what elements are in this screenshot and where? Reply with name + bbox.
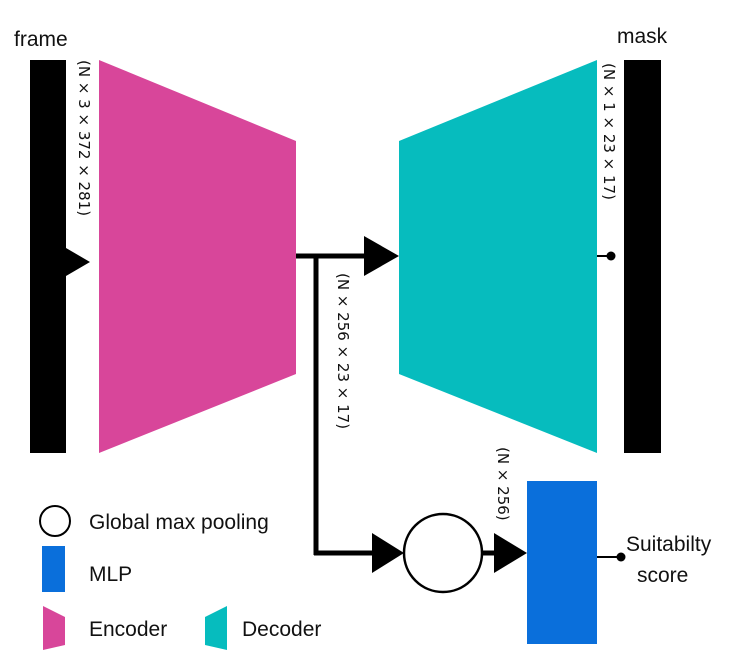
legend-decoder-icon xyxy=(205,606,227,650)
decoder-block xyxy=(399,60,597,453)
mask-output-bar xyxy=(624,60,661,453)
mlp-block xyxy=(527,481,597,644)
global-max-pooling-node xyxy=(402,512,484,594)
legend-encoder-label: Encoder xyxy=(89,618,167,641)
legend-decoder-label: Decoder xyxy=(242,618,321,641)
mlp-arrowhead xyxy=(494,533,527,573)
suitability-label-line2: score xyxy=(637,564,688,587)
mask-label: mask xyxy=(617,25,668,48)
decoder-arrowhead xyxy=(364,236,399,276)
legend-mlp-label: MLP xyxy=(89,563,132,586)
features-dimension-label: (N × 256 × 23 × 17) xyxy=(334,273,352,429)
legend-pooling-label: Global max pooling xyxy=(89,511,269,534)
pooling-arrowhead xyxy=(372,533,404,573)
suitability-label-line1: Suitabilty xyxy=(626,533,712,556)
decoder-mask-dot xyxy=(606,251,616,261)
frame-label: frame xyxy=(14,28,68,51)
pooled-dimension-label: (N × 256) xyxy=(494,447,512,521)
mask-dimension-label: (N × 1 × 23 × 17) xyxy=(600,63,618,200)
legend: Global max pooling MLP Encoder Decoder xyxy=(39,505,321,650)
mlp-score-dot xyxy=(616,552,626,562)
encoder-block xyxy=(99,60,296,453)
legend-mlp-icon xyxy=(42,546,65,592)
frame-dimension-label: (N × 3 × 372 × 281) xyxy=(75,60,93,216)
legend-pooling-icon xyxy=(39,505,71,537)
legend-encoder-icon xyxy=(43,606,65,650)
frame-input-bar xyxy=(30,60,90,453)
